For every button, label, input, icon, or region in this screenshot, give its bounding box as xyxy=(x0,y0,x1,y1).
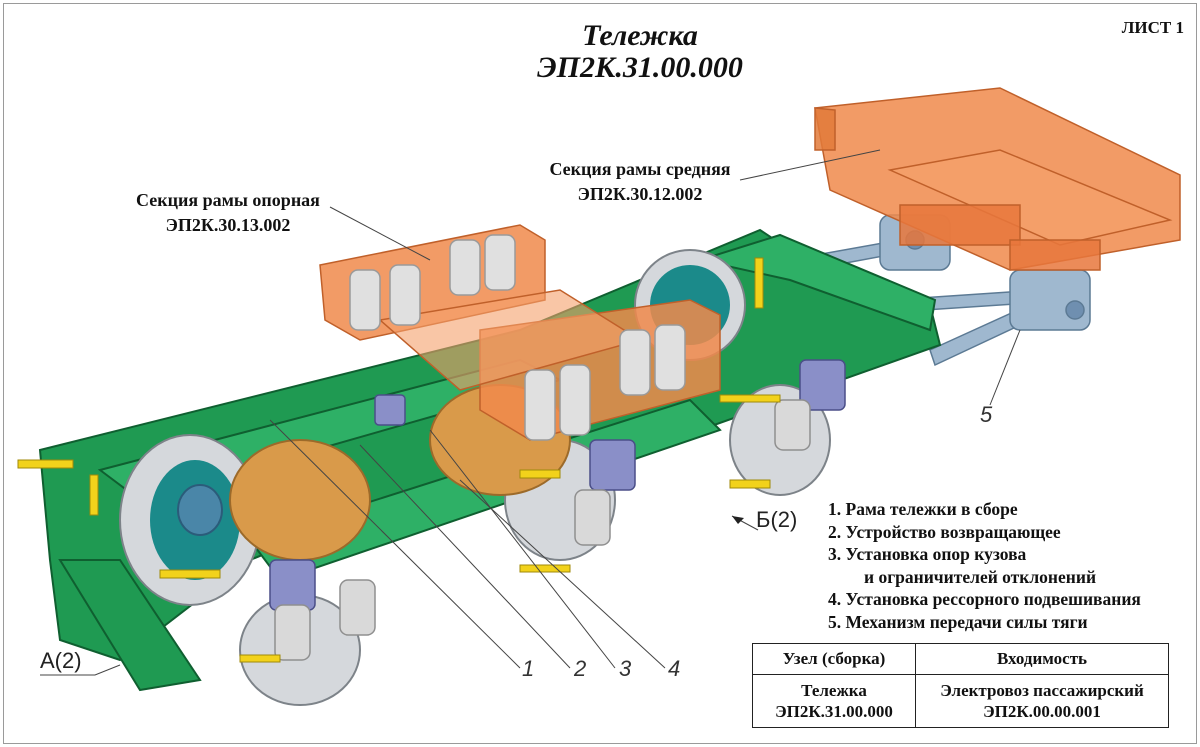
parent-code: ЭП2К.00.00.001 xyxy=(983,702,1101,721)
table-header-unit: Узел (сборка) xyxy=(752,643,916,675)
legend-item-3-cont: и ограничителей отклонений xyxy=(864,566,1097,587)
callout-5: 5 xyxy=(980,402,993,427)
sheet-label: ЛИСТ 1 xyxy=(1121,18,1184,37)
title-line-2: ЭП2К.31.00.000 xyxy=(537,51,743,84)
support-springs xyxy=(349,234,686,441)
middle-section-name: Секция рамы средняя xyxy=(549,159,731,179)
unit-code: ЭП2К.31.00.000 xyxy=(775,702,893,721)
table-cell-parent: Электровоз пассажирский ЭП2К.00.00.001 xyxy=(915,674,1169,728)
parts-legend: 1. Рама тележки в сборе 2. Устройство во… xyxy=(828,498,1141,634)
support-section-label: Секция рамы опорная ЭП2К.30.13.002 xyxy=(118,188,338,238)
table-row: Тележка ЭП2К.31.00.000 Электровоз пассаж… xyxy=(752,674,1169,728)
table-cell-unit: Тележка ЭП2К.31.00.000 xyxy=(752,674,916,728)
middle-frame-section xyxy=(814,87,1181,271)
unit-name: Тележка xyxy=(801,681,867,700)
view-b-label: Б(2) xyxy=(756,507,798,532)
view-b-arrow xyxy=(732,516,744,524)
callout-2: 2 xyxy=(574,656,587,681)
drawing-title: Тележка ЭП2К.31.00.000 xyxy=(460,20,820,84)
assembly-table: Узел (сборка) Входимость Тележка ЭП2К.31… xyxy=(752,643,1169,728)
legend-item-4: 4. Установка рессорного подвешивания xyxy=(828,589,1141,610)
callout-4: 4 xyxy=(668,656,681,681)
support-section-name: Секция рамы опорная xyxy=(136,190,320,210)
legend-item-3: 3. Установка опор кузова xyxy=(828,544,1027,565)
middle-section-code: ЭП2К.30.12.002 xyxy=(577,184,703,204)
axlebox-units xyxy=(269,359,846,611)
legend-item-2: 2. Устройство возвращающее xyxy=(828,521,1061,542)
middle-section-label: Секция рамы средняя ЭП2К.30.12.002 xyxy=(530,157,750,207)
view-a-label: А(2) xyxy=(40,648,82,673)
parent-name: Электровоз пассажирский xyxy=(940,681,1144,700)
suspension-springs xyxy=(274,399,811,661)
callout-1: 1 xyxy=(522,656,535,681)
legend-item-1: 1. Рама тележки в сборе xyxy=(828,499,1018,519)
yellow-brackets xyxy=(17,257,781,663)
table-header-parent: Входимость xyxy=(915,643,1169,675)
callout-3: 3 xyxy=(619,656,632,681)
legend-item-5: 5. Механизм передачи силы тяги xyxy=(828,611,1088,632)
title-line-1: Тележка xyxy=(582,19,698,52)
support-section-code: ЭП2К.30.13.002 xyxy=(165,215,291,235)
leader-lines xyxy=(40,149,1021,676)
drawing-frame xyxy=(3,3,1197,744)
